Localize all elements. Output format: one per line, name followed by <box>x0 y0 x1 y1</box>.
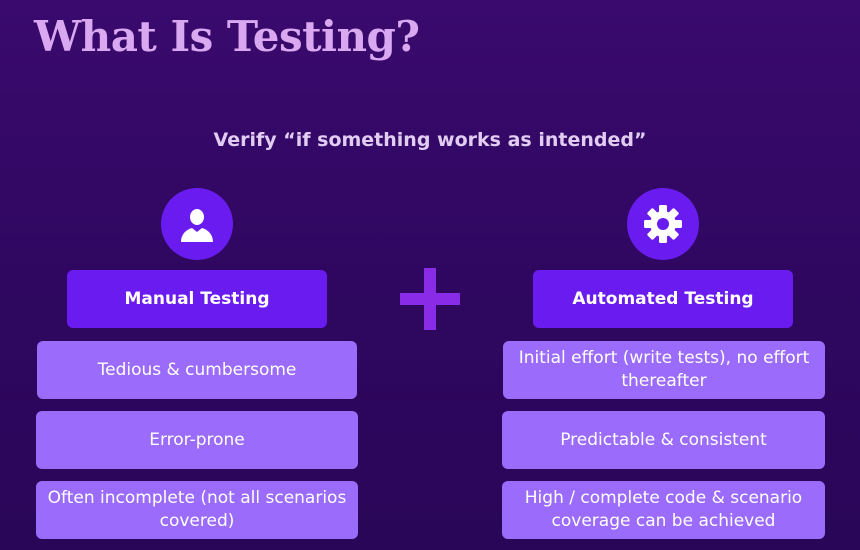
manual-item-2: Error-prone <box>36 411 358 469</box>
automated-item-3: High / complete code & scenario coverage… <box>502 481 825 539</box>
slide-subtitle: Verify “if something works as intended” <box>213 129 647 151</box>
slide-title: What Is Testing? <box>34 12 420 61</box>
manual-item-1: Tedious & cumbersome <box>37 341 357 399</box>
automated-item-2: Predictable & consistent <box>502 411 825 469</box>
automated-item-1: Initial effort (write tests), no effort … <box>503 341 825 399</box>
manual-item-3: Often incomplete (not all scenarios cove… <box>36 481 358 539</box>
automated-testing-header: Automated Testing <box>533 270 793 328</box>
manual-testing-header: Manual Testing <box>67 270 327 328</box>
user-icon-circle <box>161 188 233 260</box>
gear-icon-circle <box>627 188 699 260</box>
gear-icon <box>644 205 682 243</box>
user-icon <box>181 209 213 242</box>
